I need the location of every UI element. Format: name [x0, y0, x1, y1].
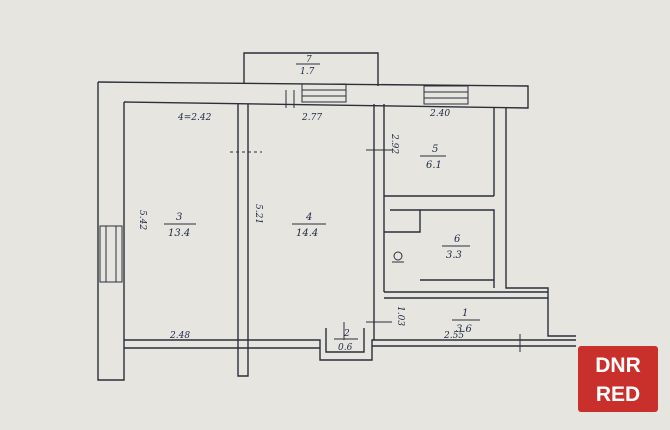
- dim-top-left: 4=2.42: [177, 113, 212, 123]
- logo-line-2: RED: [596, 383, 640, 406]
- dim-top-middle: 2.77: [301, 113, 322, 123]
- room-6-area: 3.3: [446, 250, 462, 261]
- room-7-number: 7: [306, 55, 312, 65]
- room-6-number: 6: [454, 234, 461, 245]
- dim-hall-width: 1.03: [395, 306, 405, 326]
- dim-top-right: 2.40: [429, 109, 450, 119]
- room-5-number: 5: [432, 144, 438, 155]
- room-4-area: 14.4: [296, 228, 318, 239]
- room-4-number: 4: [305, 212, 312, 223]
- room-5-area: 6.1: [426, 160, 442, 171]
- room-3-number: 3: [176, 212, 182, 223]
- dnr-red-logo: DNR RED: [578, 346, 658, 412]
- dim-room5-height: 2.92: [389, 133, 399, 154]
- dim-left-height: 5.42: [137, 210, 147, 230]
- dim-partition-height: 5.21: [253, 204, 263, 224]
- room-1-number: 1: [462, 308, 468, 319]
- windows: [99, 83, 469, 283]
- door-marks: [230, 90, 521, 352]
- room-7-area: 1.7: [300, 67, 315, 77]
- dim-bottom-left: 2.48: [169, 331, 190, 341]
- room-1-area: 3.6: [456, 324, 473, 335]
- room-labels: 3 13.4 4 14.4 5 6.1 6 3.3 1 3.6 2 0.6 7 …: [164, 55, 480, 353]
- room-2-number: 2: [343, 329, 350, 339]
- dim-bottom-right: 2.55: [443, 331, 464, 341]
- dimension-labels: 4=2.42 2.77 2.40 2.48 2.55 5.42 5.21 2.9…: [137, 109, 464, 341]
- room-3-area: 13.4: [168, 228, 190, 239]
- room-2-area: 0.6: [338, 343, 353, 353]
- logo-line-1: DNR: [595, 354, 641, 377]
